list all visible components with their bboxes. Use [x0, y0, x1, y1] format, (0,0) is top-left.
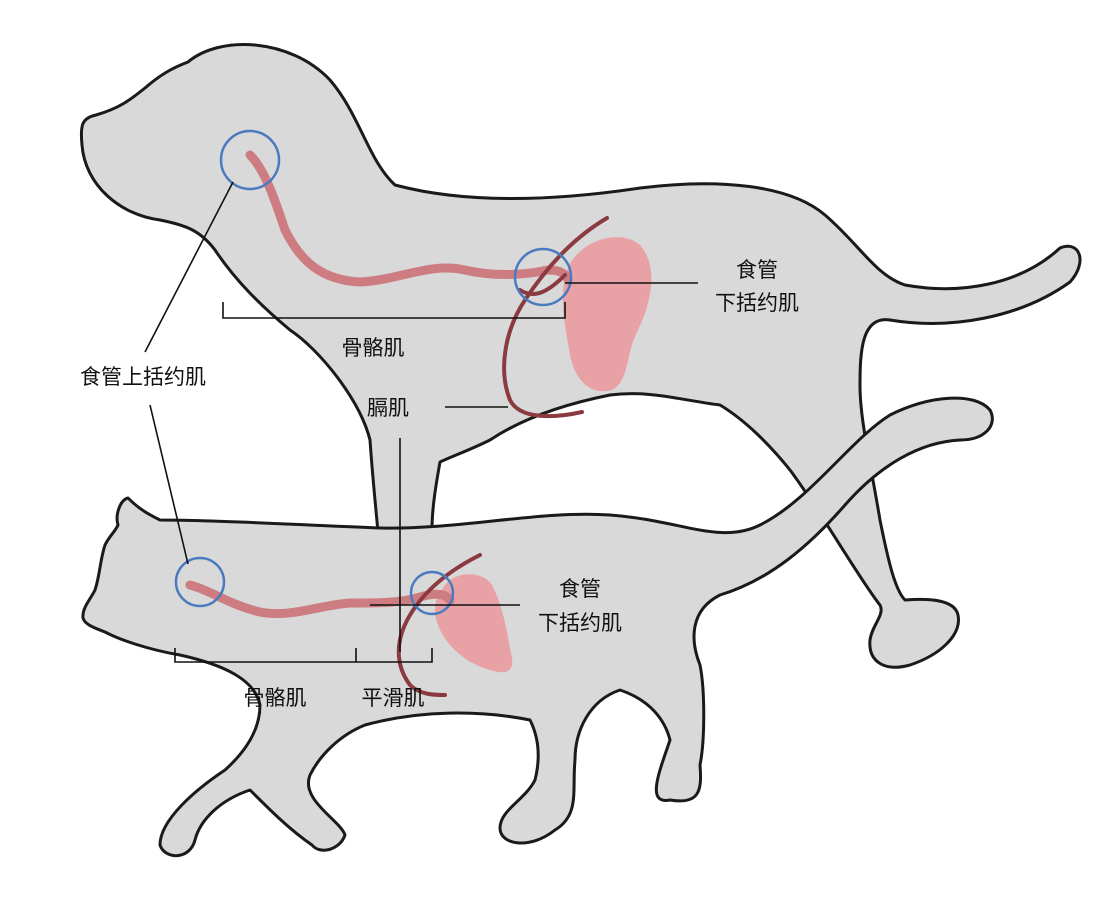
- dog-les-label-line1: 食管: [736, 258, 778, 282]
- ues-leader-to-dog: [144, 181, 234, 353]
- cat-organs: [174, 553, 513, 697]
- cat-figure: [81, 396, 994, 858]
- dog-les-label-line2: 下括约肌: [715, 291, 799, 315]
- cat-les-label-line2: 下括约肌: [538, 611, 622, 635]
- diaphragm-label: 膈肌: [367, 396, 409, 420]
- dog-lower-sphincter-circle: [513, 247, 573, 307]
- ues-label: 食管上括约肌: [80, 365, 206, 389]
- cat-silhouette: [81, 396, 994, 858]
- cat-skeletal-muscle-label: 骨骼肌: [244, 686, 307, 710]
- dog-organs: [219, 129, 652, 419]
- ues-leader-to-cat: [149, 404, 189, 565]
- dog-skeletal-muscle-label: 骨骼肌: [342, 336, 405, 360]
- dog-skeletal-bracket: [222, 302, 566, 319]
- cat-muscle-bracket: [174, 648, 433, 663]
- dog-diaphragm-crossing: [518, 273, 567, 296]
- cat-smooth-muscle-label: 平滑肌: [362, 686, 425, 710]
- cat-esophagus: [185, 580, 455, 619]
- leader-lines: [144, 181, 698, 663]
- cat-les-label-line1: 食管: [559, 577, 601, 601]
- dog-stomach: [562, 237, 652, 392]
- cat-upper-sphincter-circle: [174, 556, 226, 608]
- labels: 食管 下括约肌 骨骼肌 膈肌 食管上括约肌 食管 下括约肌 骨骼肌 平滑肌: [80, 258, 799, 710]
- cat-lower-sphincter-circle: [409, 570, 455, 616]
- dog-upper-sphincter-circle: [219, 129, 281, 191]
